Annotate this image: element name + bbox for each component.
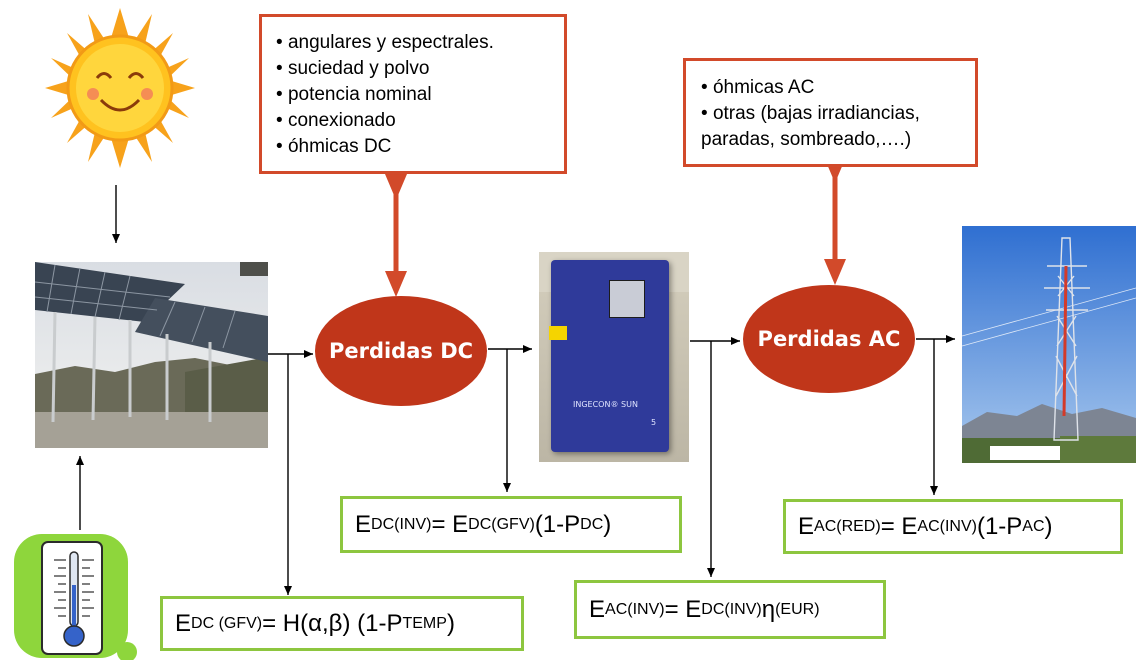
formula-lhs-sub: AC(RED) [814,517,881,535]
power-tower-photo [962,226,1136,463]
formula-mid: η [761,595,776,623]
formula-body: = E [664,595,702,623]
formula-body: = H(α,β) (1-P [262,609,403,637]
formula-rhs-sub: DC(GFV) [468,515,535,533]
formula-body: = E [880,512,918,540]
list-item: otras (bajas irradiancias, [701,101,975,127]
formula-lhs: E [589,595,606,623]
formula-p-sub: DC [580,515,604,533]
ac-loss-node: Perdidas AC [743,285,915,393]
sun-icon [45,8,195,168]
list-item: paradas, sombreado,….) [701,129,912,150]
formula-mid: (1-P [534,510,581,538]
formula-tail: ) [446,609,455,637]
list-item: conexionado [276,108,564,134]
list-item: angulares y espectrales. [276,30,564,56]
formula-tail: ) [603,510,612,538]
dc-loss-factors-list: angulares y espectrales. suciedad y polv… [276,30,564,160]
solar-array-photo [35,262,268,448]
formula-lhs: E [175,609,192,637]
list-item: óhmicas DC [276,134,564,160]
ac-loss-factors-box: óhmicas AC otras (bajas irradiancias, pa… [683,58,978,167]
formula-rhs-sub: DC(INV) [701,600,762,618]
formula-lhs: E [355,510,372,538]
list-item: potencia nominal [276,82,564,108]
list-item: suciedad y polvo [276,56,564,82]
ac-loss-factors-list: óhmicas AC otras (bajas irradiancias, pa… [701,75,975,153]
inverter-brand: INGECON® SUN [573,400,638,409]
formula-p-sub: AC [1022,517,1045,535]
inverter-model: 5 [651,418,657,427]
thermometer-icon [14,534,137,660]
formula-lhs-sub: DC(INV) [371,515,432,533]
formula-mid: (1-P [976,512,1023,540]
list-item: óhmicas AC [701,75,975,101]
formula-lhs-sub: DC (GFV) [191,614,263,632]
formula-p-sub: TEMP [402,614,447,632]
formula-p-sub: (EUR) [775,600,820,618]
inverter-photo: INGECON® SUN 5 [539,252,689,462]
formula-tail: ) [1044,512,1053,540]
dc-loss-node: Perdidas DC [315,296,487,406]
formula-body: = E [431,510,469,538]
formula-lhs: E [798,512,815,540]
dc-loss-factors-box: angulares y espectrales. suciedad y polv… [259,14,567,174]
formula-lhs-sub: AC(INV) [605,600,665,618]
formula-rhs-sub: AC(INV) [917,517,977,535]
